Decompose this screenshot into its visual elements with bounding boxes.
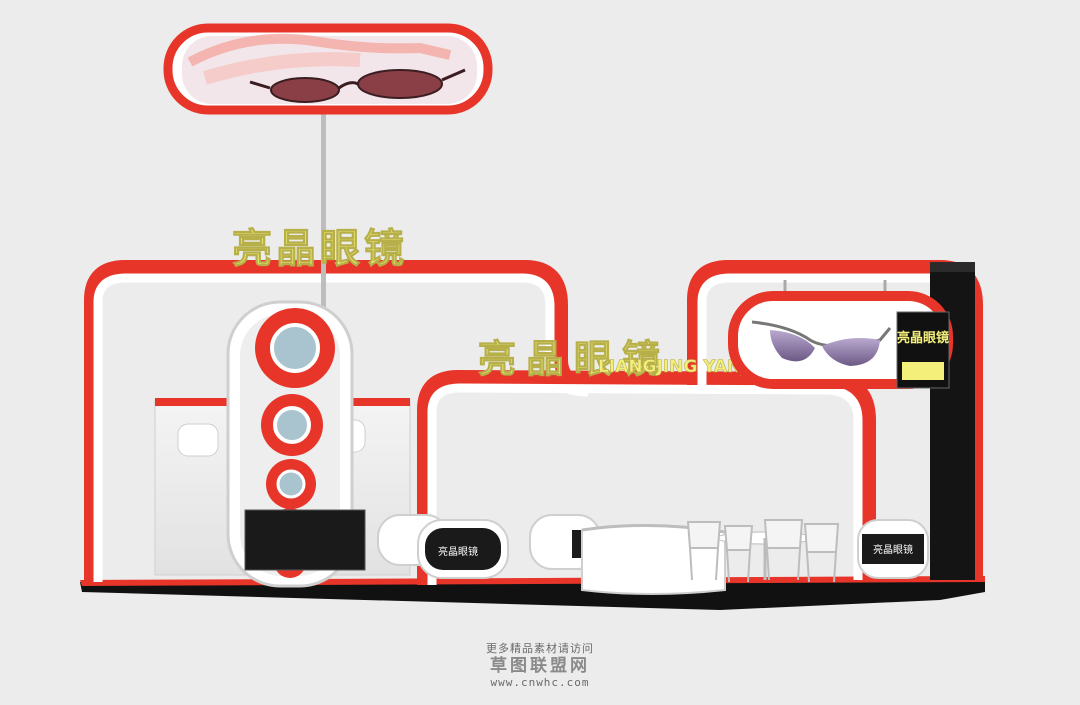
brand-sign-top: 亮晶眼镜 (232, 226, 408, 272)
watermark-url: www.cnwhc.com (490, 676, 590, 689)
brand-sign-middle: 亮晶眼镜 (478, 337, 670, 381)
sunglasses-icon (249, 68, 466, 103)
svg-text:亮晶眼镜: 亮晶眼镜 (438, 545, 478, 558)
banner-pole (321, 108, 326, 308)
hanging-banner (163, 23, 493, 115)
display-counter-1: 亮晶眼镜 (377, 514, 509, 579)
glasses-icon (751, 320, 892, 366)
small-sign-board: 亮晶眼镜 (896, 311, 950, 389)
table-and-chairs (686, 519, 840, 583)
display-counter-3: 亮晶眼镜 (857, 519, 929, 579)
svg-text:亮晶眼镜: 亮晶眼镜 (873, 543, 913, 556)
watermark-line-2: 草图联盟网 (490, 656, 590, 676)
svg-text:亮晶眼镜: 亮晶眼镜 (897, 330, 949, 346)
watermark: 更多精品素材请访问 草图联盟网 www.cnwhc.com (430, 642, 650, 690)
chair-icon (686, 519, 840, 583)
watermark-line-1: 更多精品素材请访问 (486, 642, 594, 655)
